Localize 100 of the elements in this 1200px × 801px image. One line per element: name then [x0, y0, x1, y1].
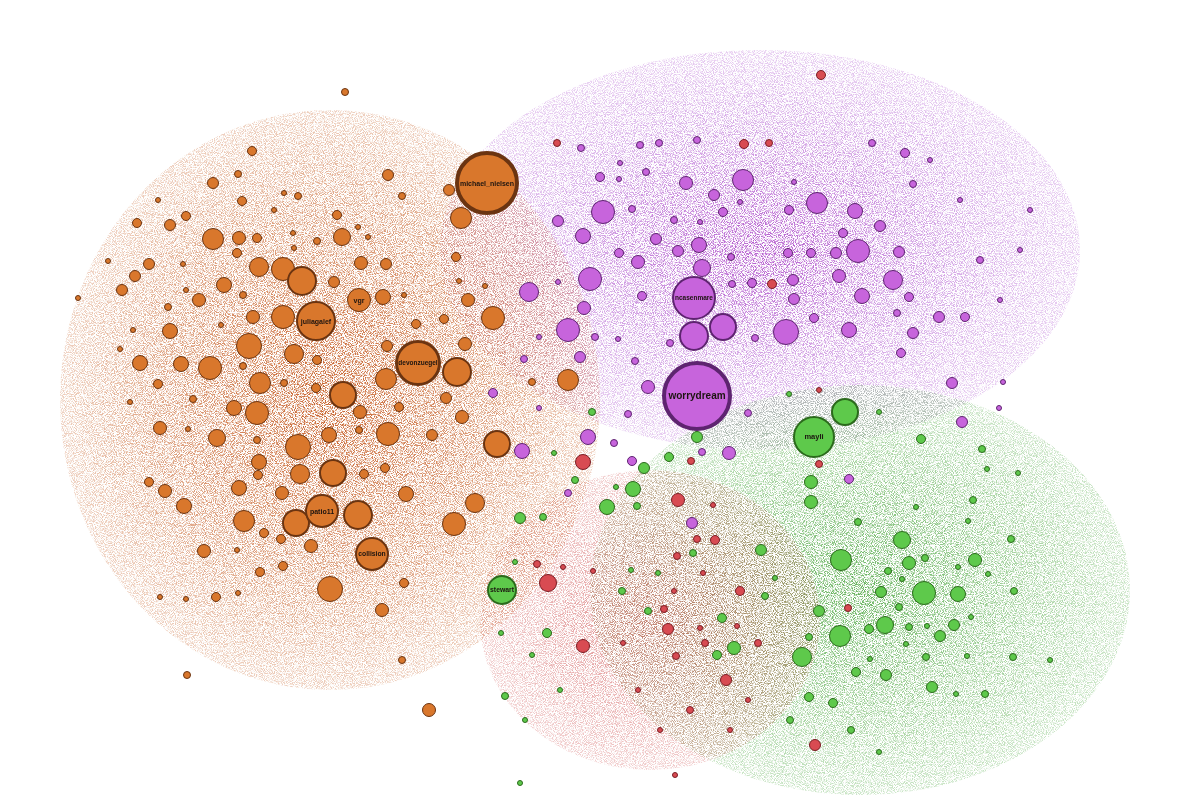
network-node: [259, 528, 269, 538]
network-node: [628, 567, 634, 573]
network-node: [529, 652, 535, 658]
network-node: [551, 450, 557, 456]
network-node: [976, 256, 984, 264]
network-node: [969, 496, 977, 504]
network-node: [924, 623, 930, 629]
network-node: [1007, 535, 1015, 543]
network-node: [761, 592, 769, 600]
network-node: [828, 698, 838, 708]
network-node: [698, 448, 706, 456]
network-node: [235, 590, 241, 596]
network-node: [805, 633, 813, 641]
network-node: [838, 228, 848, 238]
network-node: [1009, 653, 1017, 661]
network-node: [996, 405, 1002, 411]
network-node: [185, 426, 191, 432]
network-node: [528, 378, 536, 386]
network-node: [533, 560, 541, 568]
network-node: [520, 355, 528, 363]
network-node: [620, 640, 626, 646]
network-node: [75, 295, 81, 301]
network-node: [984, 466, 990, 472]
network-node: [710, 535, 720, 545]
network-node: [710, 502, 716, 508]
network-node: [884, 567, 892, 575]
network-node: [332, 210, 342, 220]
network-node: [765, 139, 773, 147]
network-node: [105, 258, 111, 264]
network-node: [380, 463, 390, 473]
network-node: [577, 144, 585, 152]
network-node: [985, 571, 991, 577]
network-node: [718, 207, 728, 217]
network-node: [751, 334, 759, 342]
network-node: [816, 387, 822, 393]
network-node: [876, 409, 882, 415]
network-node: [155, 197, 161, 203]
network-node: [239, 291, 247, 299]
network-node: [355, 426, 363, 434]
network-node: [617, 160, 623, 166]
network-node: [398, 656, 406, 664]
network-node: [189, 395, 197, 403]
network-node: [638, 462, 650, 474]
network-node: [809, 313, 819, 323]
network-node: [909, 180, 917, 188]
network-node: [536, 334, 542, 340]
network-node: [313, 237, 321, 245]
network-node: [735, 586, 745, 596]
network-node: [237, 196, 247, 206]
network-node: [953, 691, 959, 697]
network-node: [144, 477, 154, 487]
network-node: [294, 192, 302, 200]
network-node: [786, 716, 794, 724]
network-node: [588, 408, 596, 416]
network-node: [591, 333, 599, 341]
network-node: [276, 534, 286, 544]
network-node: [616, 176, 622, 182]
network-node: [655, 570, 661, 576]
network-node: [439, 314, 449, 324]
network-node: [422, 703, 436, 717]
network-node: [851, 667, 861, 677]
network-node: [232, 248, 242, 258]
network-node: [806, 248, 816, 258]
network-node: [536, 405, 542, 411]
network-node: [867, 656, 873, 662]
network-node: [1000, 379, 1006, 385]
network-node: [895, 603, 903, 611]
network-node: [904, 292, 914, 302]
network-node: [1015, 470, 1021, 476]
network-node: [451, 252, 461, 262]
network-node: [636, 141, 644, 149]
network-node: [411, 319, 421, 329]
network-node: [181, 211, 191, 221]
network-node: [670, 216, 678, 224]
network-node: [183, 596, 189, 602]
network-node: [916, 434, 926, 444]
network-node: [660, 605, 668, 613]
network-node: [693, 136, 701, 144]
network-node: [613, 484, 619, 490]
network-node: [401, 292, 407, 298]
network-node: [921, 554, 929, 562]
network-node: [501, 692, 509, 700]
network-node: [557, 687, 563, 693]
network-node: [644, 607, 652, 615]
network-node: [854, 518, 862, 526]
network-node: [745, 697, 751, 703]
network-node: [281, 190, 287, 196]
network-node: [280, 379, 288, 387]
network-node: [355, 224, 361, 230]
network-node: [739, 139, 749, 149]
network-node: [164, 303, 172, 311]
network-node: [312, 355, 322, 365]
network-node: [666, 339, 674, 347]
network-node: [291, 245, 297, 251]
network-node: [772, 575, 778, 581]
network-node: [754, 639, 762, 647]
network-node: [712, 650, 722, 660]
network-node: [555, 279, 561, 285]
network-node: [595, 172, 605, 182]
network-node: [913, 504, 919, 510]
